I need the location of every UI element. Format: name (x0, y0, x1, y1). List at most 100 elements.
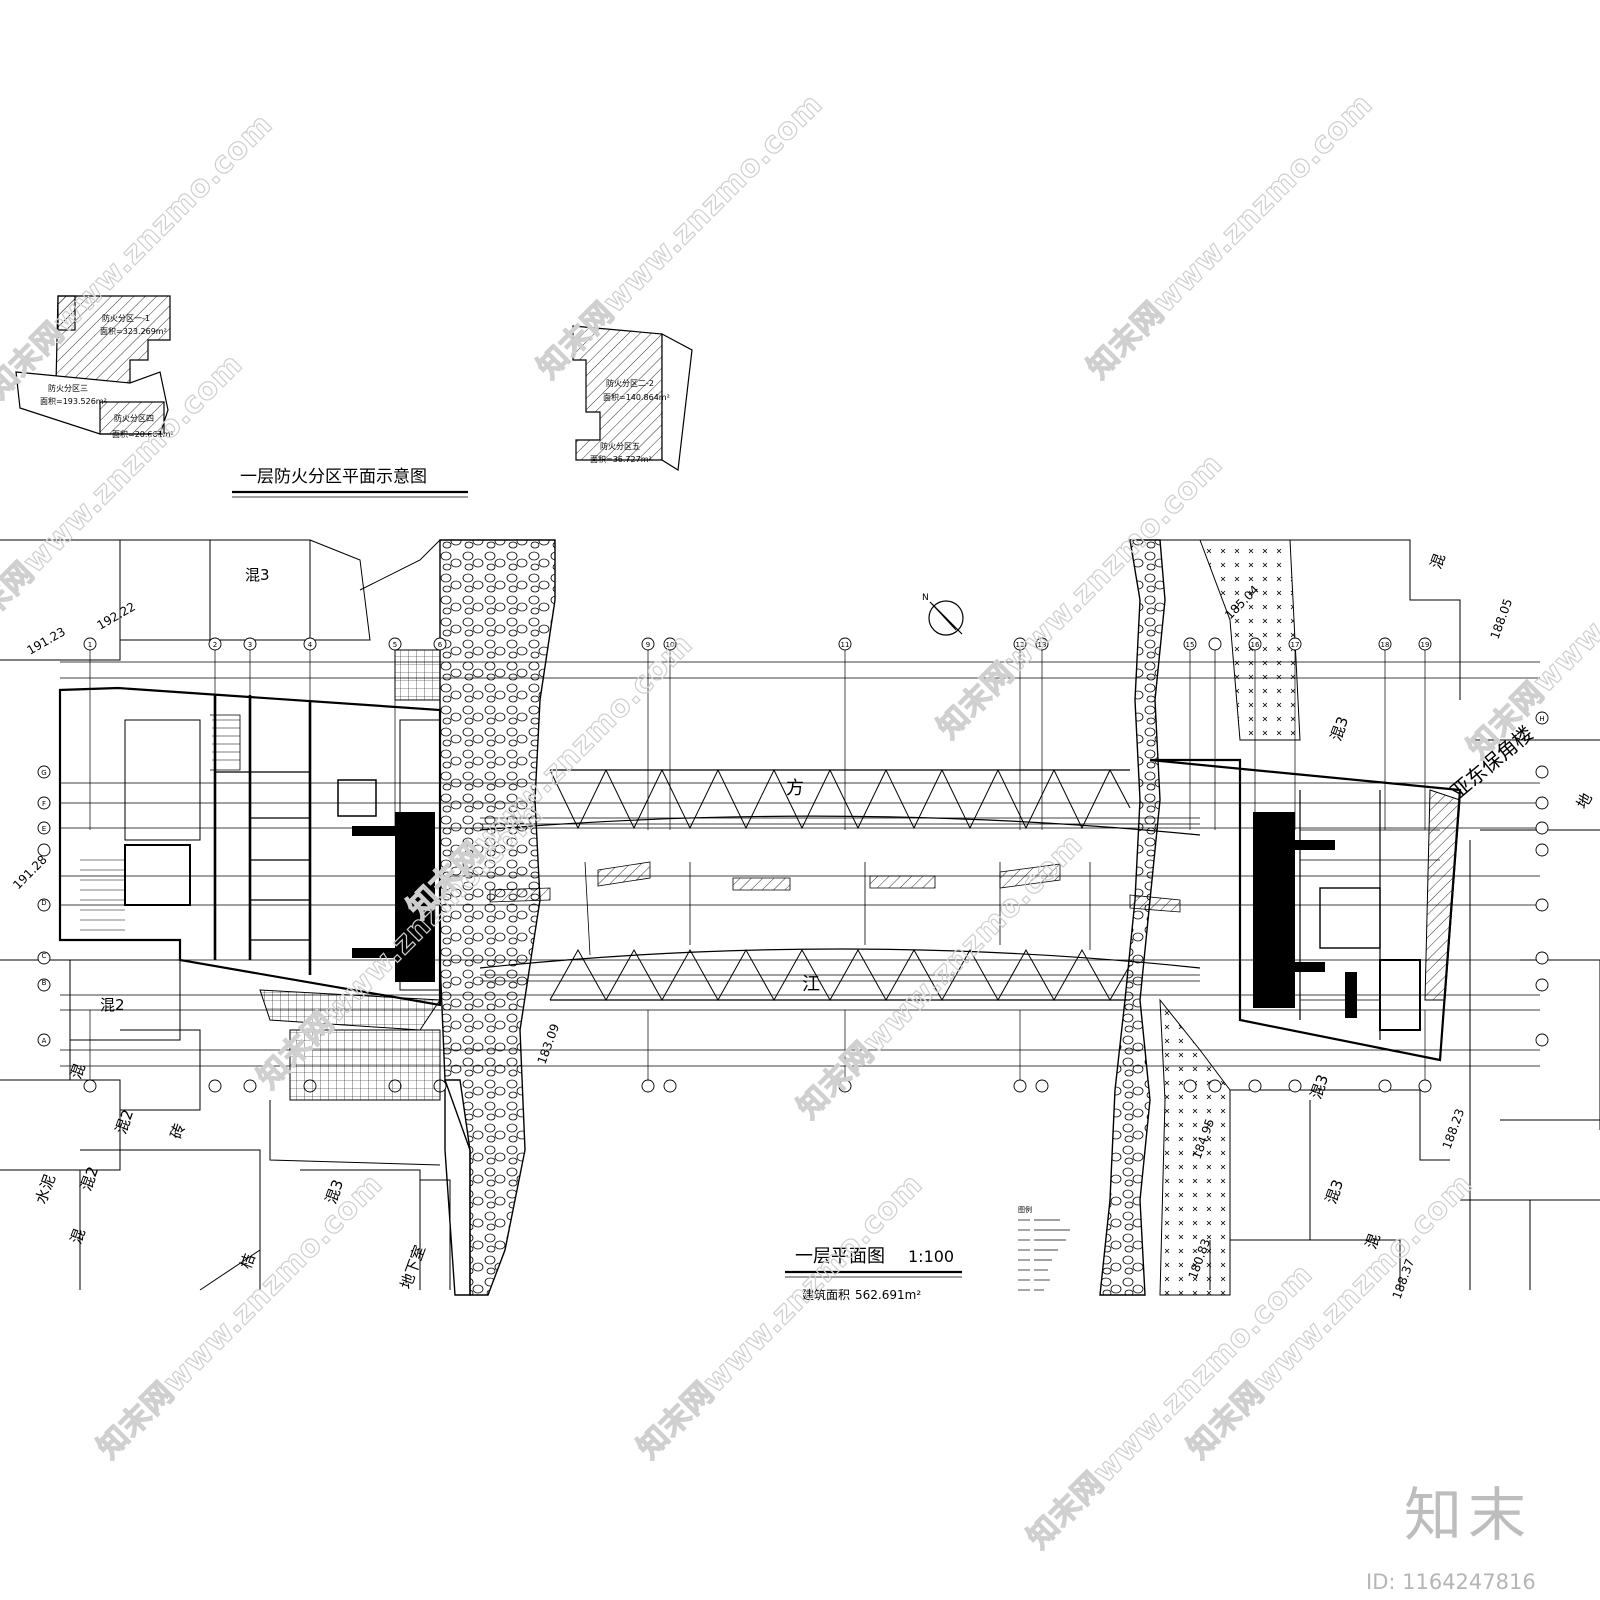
axis-bubble-labels: 1 2 3 4 5 6 9 10 11 12 13 15 16 17 18 19… (41, 641, 1544, 1045)
site-label: 混2 (100, 996, 125, 1014)
row-label-B: B (42, 979, 47, 987)
site-label: 混3 (245, 566, 270, 584)
plan-labels: 方 江 亚东保角楼 191.23 192.22 191.28 188.05 18… (10, 551, 1596, 1301)
left-wall-stub-2 (352, 948, 397, 958)
axis-label-13: 13 (1038, 641, 1047, 649)
site-label: 混2 (112, 1107, 137, 1136)
bridge-label-top: 方 (786, 778, 804, 799)
svg-text:知末网www.znzmo.com: 知末网www.znzmo.com (91, 1167, 390, 1466)
elevation-191-23: 191.23 (25, 624, 68, 657)
legend-title: 图例 (1018, 1205, 1032, 1214)
river-bank-left (439, 539, 556, 1296)
site-label: 混3 (1322, 1177, 1347, 1206)
axis-bubbles-top (83, 637, 1432, 651)
site-label: 桔 (237, 1251, 259, 1271)
axis-label-6: 6 (438, 641, 443, 649)
site-label: 地下室 (397, 1243, 429, 1291)
legend: 图例 (1018, 1205, 1070, 1291)
north-arrow: N (922, 593, 964, 636)
axis-label-11: 11 (841, 641, 850, 649)
zone1-area: 面积=323.269m² (100, 326, 167, 336)
zone4-name: 防火分区四 (114, 413, 154, 423)
site-label: 混 (1362, 1231, 1384, 1251)
row-label-G: G (41, 769, 46, 777)
axis-label-9: 9 (646, 641, 650, 649)
bridge-label-bottom: 江 (802, 974, 820, 995)
plan-title-block: 一层平面图 1:100 建筑面积 562.691m² (785, 1246, 962, 1302)
svg-text:知末网www.znzmo.com: 知末网www.znzmo.com (631, 1167, 930, 1466)
left-core-wall (395, 812, 435, 982)
fire-zone-diagram-title-block: 一层防火分区平面示意图 (232, 467, 468, 498)
watermark-logo: 知末 (1404, 1481, 1533, 1549)
site-label: 地 (1573, 790, 1596, 812)
image-id: ID: 1164247816 (1366, 1570, 1536, 1594)
fire-zone-diagram-left: 防火分区一-1 面积=323.269m² 防火分区三 面积=193.526m² … (15, 295, 174, 439)
axis-label-19: 19 (1421, 641, 1430, 649)
row-label-E: E (42, 825, 46, 833)
axis-label-15: 15 (1186, 641, 1195, 649)
row-label-H: H (1539, 715, 1544, 723)
zone3-name: 防火分区三 (48, 383, 88, 393)
plan-title: 一层平面图 (795, 1246, 885, 1267)
north-label: N (922, 593, 929, 603)
bridge-benches (489, 861, 1181, 913)
site-label: 混 (67, 1226, 89, 1246)
axis-label-16: 16 (1251, 641, 1260, 649)
row-label-D: D (41, 899, 46, 907)
elevation-188-05: 188.05 (1488, 597, 1516, 641)
zone5-name: 防火分区五 (600, 441, 640, 451)
axis-label-10: 10 (666, 641, 675, 649)
plan-area-label: 建筑面积 (802, 1287, 850, 1302)
left-wall-stub-1 (352, 826, 397, 836)
axis-label-12: 12 (1016, 641, 1025, 649)
fire-zone-diagram-right: 防火分区二-2 面积=140.864m² 防火分区五 面积=36.727m² (572, 325, 693, 472)
plan-scale: 1:100 (908, 1247, 954, 1266)
svg-text:知末网www.znzmo.com: 知末网www.znzmo.com (1461, 467, 1600, 766)
watermark-pattern: 知末网www.znzmo.com 知末网www.znzmo.com 知末网www… (0, 86, 1600, 1556)
svg-text:知末网www.znzmo.com: 知末网www.znzmo.com (1081, 87, 1380, 386)
row-bubbles (37, 711, 1549, 1047)
site-label: 混3 (1327, 714, 1352, 743)
axis-label-1: 1 (88, 641, 92, 649)
zone1-name: 防火分区一-1 (102, 313, 150, 323)
svg-text:知末网www.znzmo.com: 知末网www.znzmo.com (531, 87, 830, 386)
site-label: 混2 (77, 1164, 102, 1193)
elevation-192-22: 192.22 (95, 599, 138, 632)
site-label: 混 (1427, 551, 1449, 571)
left-building (58, 649, 442, 1101)
zone2-name: 防火分区二-2 (606, 378, 654, 388)
zone2-area: 面积=140.864m² (603, 392, 670, 402)
site-label: 水泥 (32, 1172, 59, 1206)
svg-text:知末网www.znzmo.com: 知末网www.znzmo.com (931, 447, 1230, 746)
axis-label-2: 2 (213, 641, 217, 649)
svg-text:知末网www.znzmo.com: 知末网www.znzmo.com (1021, 1257, 1320, 1556)
row-label-A: A (42, 1037, 47, 1045)
right-wall-stub-1 (1295, 840, 1335, 850)
right-core-wall (1253, 812, 1295, 1008)
row-label-F: F (42, 800, 46, 808)
axis-label-5: 5 (393, 641, 397, 649)
site-label: 混 (67, 1061, 89, 1081)
zone3-area: 面积=193.526m² (40, 396, 107, 406)
axis-label-17: 17 (1291, 641, 1300, 649)
right-building (1149, 758, 1462, 1062)
axis-label-3: 3 (248, 641, 252, 649)
elevation-183-09: 183.09 (535, 1022, 563, 1066)
right-wall-stub-3 (1345, 972, 1357, 1018)
zone5-area: 面积=36.727m² (590, 454, 652, 464)
site-context (0, 539, 1600, 1291)
site-label: 混3 (1307, 1072, 1332, 1101)
elevation-191-28: 191.28 (10, 853, 50, 893)
axis-label-4: 4 (308, 641, 313, 649)
row-label-C: C (42, 952, 47, 960)
fire-zone-diagram-title: 一层防火分区平面示意图 (240, 467, 427, 487)
zone4-area: 面积=20.661m² (112, 429, 174, 439)
river-bank-right (1099, 539, 1301, 1296)
bridge (479, 768, 1201, 1002)
site-label: 砖 (167, 1121, 189, 1141)
elevation-188-23: 188.23 (1440, 1107, 1468, 1151)
plan-area-value: 562.691m² (855, 1288, 921, 1302)
axis-label-18: 18 (1381, 641, 1390, 649)
right-wall-stub-2 (1295, 962, 1325, 972)
